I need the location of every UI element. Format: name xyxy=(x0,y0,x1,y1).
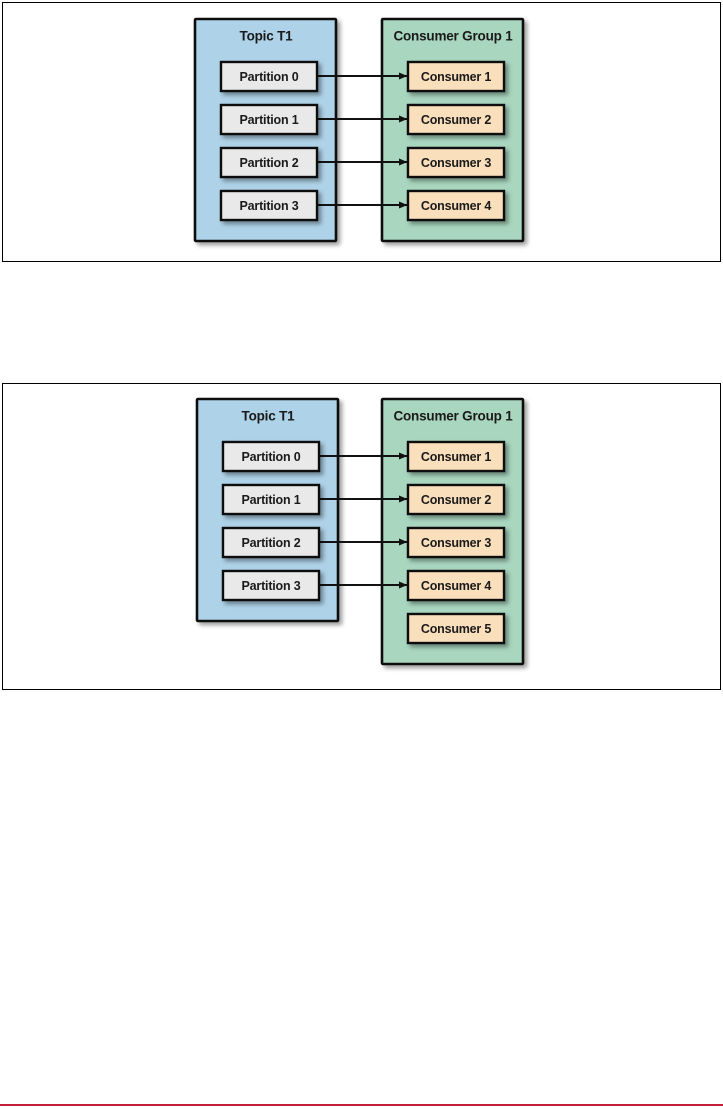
consumer-node[interactable]: Consumer 3 xyxy=(406,526,506,559)
partition-label: Partition 2 xyxy=(242,536,301,550)
consumer-label: Consumer 3 xyxy=(421,536,491,550)
consumer-group-title: Consumer Group 1 xyxy=(393,29,513,44)
consumer-label: Consumer 4 xyxy=(421,199,491,213)
consumer-rect[interactable] xyxy=(406,189,506,222)
consumer-rect[interactable] xyxy=(406,526,506,559)
partition-label: Partition 0 xyxy=(240,70,299,84)
connector-group-1 xyxy=(316,72,408,209)
consumer-node-idle[interactable]: Consumer 5 xyxy=(406,612,506,645)
partition-label: Partition 1 xyxy=(240,113,299,127)
consumer-node[interactable]: Consumer 2 xyxy=(406,483,506,516)
partition-label: Partition 0 xyxy=(242,450,301,464)
diagram-four-partitions-five-consumers: Topic T1 Consumer Group 1 Partition 0 Pa… xyxy=(195,397,525,666)
page-bottom-rule xyxy=(0,1104,723,1106)
diagram-four-partitions-four-consumers: Topic T1 Consumer Group 1 Partition 0 Pa… xyxy=(193,17,525,243)
consumer-node[interactable]: Consumer 1 xyxy=(406,440,506,473)
partition-node[interactable]: Partition 2 xyxy=(221,526,321,559)
consumer-node[interactable]: Consumer 3 xyxy=(406,146,506,179)
partition-rect[interactable] xyxy=(221,526,321,559)
consumer-node[interactable]: Consumer 4 xyxy=(406,189,506,222)
partition-rect[interactable] xyxy=(219,103,319,136)
consumer-label: Consumer 4 xyxy=(421,579,491,593)
consumer-rect[interactable] xyxy=(406,569,506,602)
partition-rect[interactable] xyxy=(221,440,321,473)
consumer-label: Consumer 1 xyxy=(421,450,491,464)
figure-frame-1: Topic T1 Consumer Group 1 Partition 0 Pa… xyxy=(2,2,721,262)
partition-label: Partition 1 xyxy=(242,493,301,507)
partition-rect[interactable] xyxy=(219,146,319,179)
topic-title: Topic T1 xyxy=(242,409,296,424)
partition-rect[interactable] xyxy=(221,569,321,602)
consumer-rect[interactable] xyxy=(406,60,506,93)
partition-rect[interactable] xyxy=(221,483,321,516)
partition-node[interactable]: Partition 3 xyxy=(219,189,319,222)
topic-title: Topic T1 xyxy=(240,29,294,44)
partition-node[interactable]: Partition 3 xyxy=(221,569,321,602)
partition-node[interactable]: Partition 1 xyxy=(221,483,321,516)
consumer-rect[interactable] xyxy=(406,440,506,473)
partition-label: Partition 3 xyxy=(242,579,301,593)
consumer-label: Consumer 3 xyxy=(421,156,491,170)
partition-label: Partition 3 xyxy=(240,199,299,213)
partition-node[interactable]: Partition 2 xyxy=(219,146,319,179)
partition-node[interactable]: Partition 0 xyxy=(221,440,321,473)
consumer-node[interactable]: Consumer 4 xyxy=(406,569,506,602)
partition-label: Partition 2 xyxy=(240,156,299,170)
consumer-rect[interactable] xyxy=(406,146,506,179)
consumer-label: Consumer 5 xyxy=(421,622,491,636)
consumer-node[interactable]: Consumer 1 xyxy=(406,60,506,93)
figure-frame-2: Topic T1 Consumer Group 1 Partition 0 Pa… xyxy=(2,383,721,690)
consumer-rect[interactable] xyxy=(406,103,506,136)
consumer-label: Consumer 1 xyxy=(421,70,491,84)
partition-node[interactable]: Partition 0 xyxy=(219,60,319,93)
partition-rect[interactable] xyxy=(219,60,319,93)
consumer-label: Consumer 2 xyxy=(421,113,491,127)
connector-group-2 xyxy=(318,452,408,589)
consumer-group-title: Consumer Group 1 xyxy=(393,409,513,424)
consumer-label: Consumer 2 xyxy=(421,493,491,507)
consumer-rect[interactable] xyxy=(406,483,506,516)
consumer-rect[interactable] xyxy=(406,612,506,645)
partition-rect[interactable] xyxy=(219,189,319,222)
partition-node[interactable]: Partition 1 xyxy=(219,103,319,136)
consumer-node[interactable]: Consumer 2 xyxy=(406,103,506,136)
